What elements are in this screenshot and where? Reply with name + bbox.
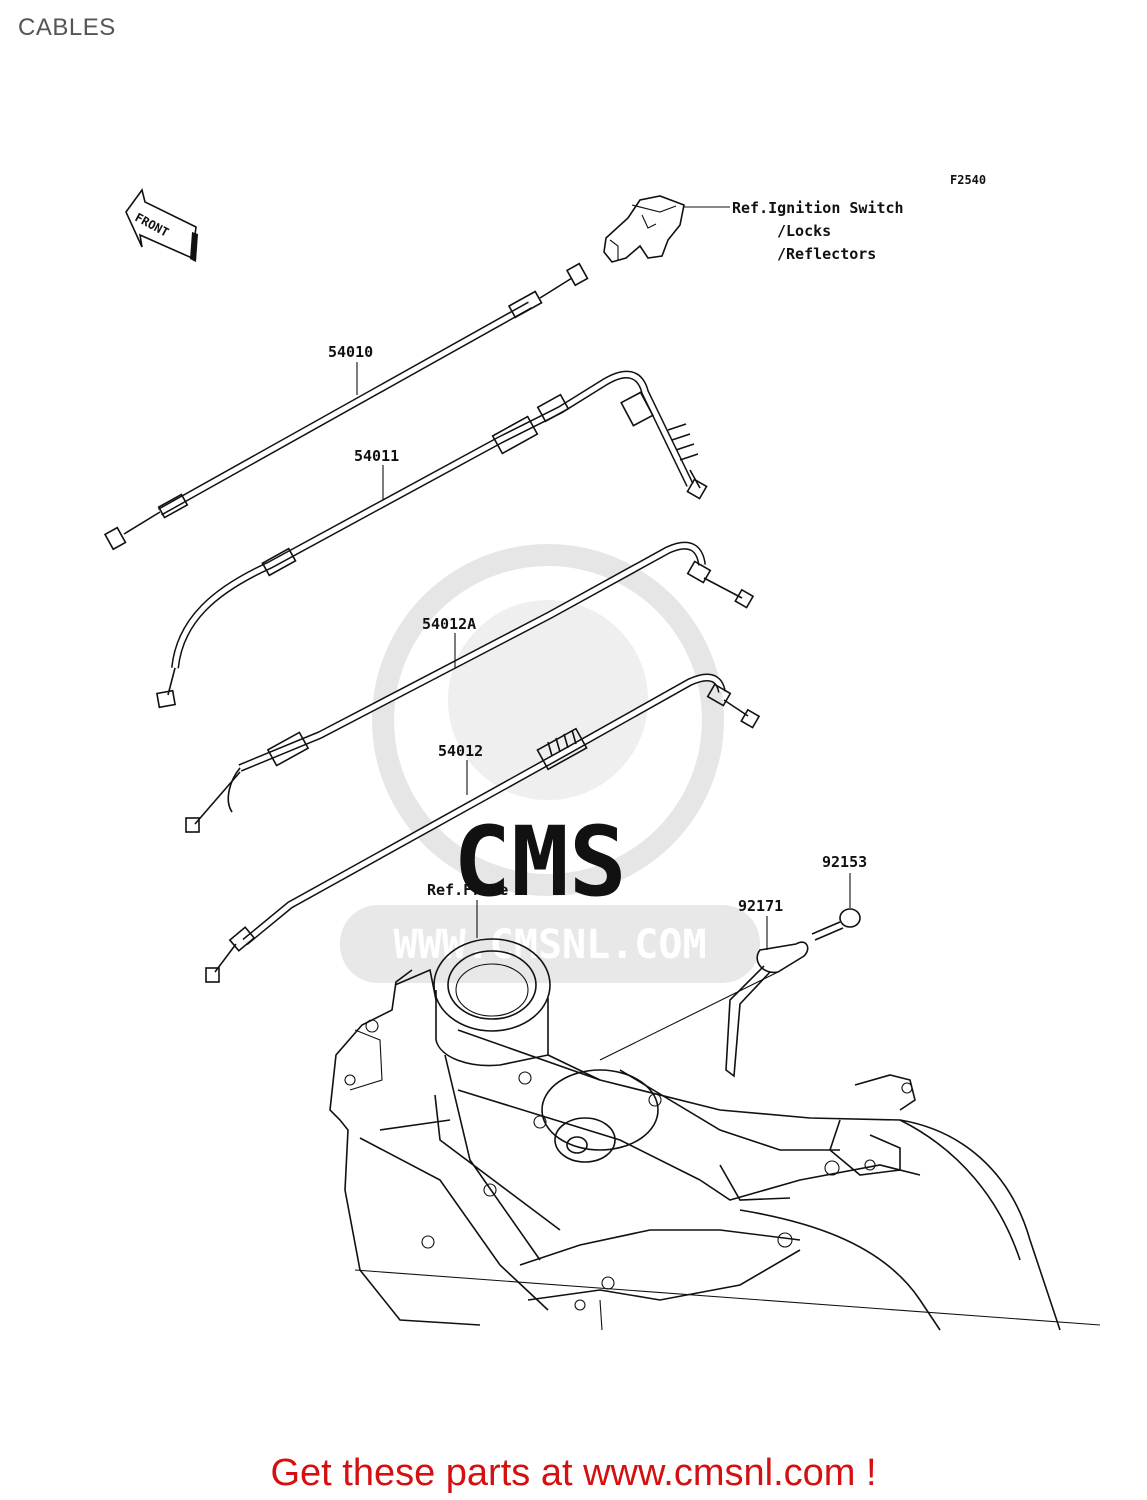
part-label-92171: 92171 (738, 897, 783, 915)
bolt-92153 (811, 873, 861, 941)
cable-54012 (205, 673, 761, 983)
ref-ignition-line3: /Reflectors (777, 245, 876, 263)
ref-ignition-line1: Ref.Ignition Switch (732, 199, 904, 217)
figure-code: F2540 (950, 173, 986, 187)
get-parts-link[interactable]: Get these parts at www.cmsnl.com ! (0, 1452, 1147, 1495)
part-label-92153: 92153 (822, 853, 867, 871)
cable-54011 (155, 370, 708, 709)
front-arrow-label: FRONT (133, 210, 171, 239)
ref-ignition-line2: /Locks (777, 222, 831, 240)
parts-diagram: CMS WWW.CMSNL.COM F2540 FRONT Ref.Igniti… (103, 173, 1101, 1331)
guide-92171 (599, 916, 809, 1078)
part-label-54011: 54011 (354, 447, 399, 465)
part-label-54012A: 54012A (422, 615, 476, 633)
part-label-54012: 54012 (438, 742, 483, 760)
ignition-switch-bracket (603, 195, 730, 263)
cable-54010 (103, 262, 589, 551)
part-label-54010: 54010 (328, 343, 373, 361)
get-parts-link-text[interactable]: Get these parts at www.cmsnl.com ! (270, 1452, 877, 1494)
watermark: CMS WWW.CMSNL.COM (340, 544, 760, 983)
page-title: CABLES (18, 14, 116, 41)
watermark-url: WWW.CMSNL.COM (393, 922, 706, 968)
frame-drawing (329, 938, 1101, 1331)
watermark-brand: CMS (453, 806, 626, 918)
cable-54012A (185, 541, 755, 833)
front-arrow-icon: FRONT (125, 188, 198, 262)
ref-frame-label: Ref.Frame (427, 881, 508, 899)
